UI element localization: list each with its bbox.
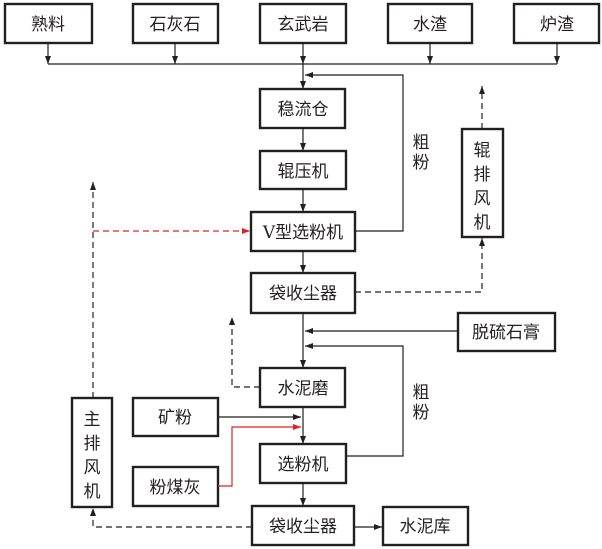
slag-powder-box: 矿粉: [131, 396, 220, 438]
input-label: 熟料: [31, 14, 65, 35]
separator-box: 选粉机: [258, 442, 348, 485]
node-label: 机: [84, 482, 101, 502]
input-label: 石灰石: [150, 15, 201, 35]
node-label: 风: [474, 189, 491, 209]
node-label: 排: [474, 165, 491, 185]
coarse-label: 粗: [413, 133, 430, 153]
node-label: 风: [84, 458, 101, 478]
v-separator-box: V型选粉机: [249, 210, 357, 253]
cement-silo-box: 水泥库: [381, 505, 470, 547]
input-box-limestone: 石灰石: [131, 2, 220, 45]
node-label: 主: [84, 410, 101, 430]
coarse-label: 粗: [413, 383, 430, 403]
air-line: [355, 238, 485, 293]
node-label: 选粉机: [278, 455, 329, 475]
input-connectors: [45, 43, 560, 89]
node-label: 机: [474, 213, 491, 233]
input-label: 炉渣: [540, 15, 574, 35]
roller-fan-box: 辊 排 风 机: [460, 127, 505, 239]
node-label: 水泥库: [400, 517, 451, 537]
node-label: 辊: [474, 141, 491, 161]
cement-mill-box: 水泥磨: [258, 366, 347, 409]
roller-press-box: 辊压机: [258, 149, 348, 191]
node-label: 袋收尘器: [269, 517, 337, 537]
node-label: 脱硫石膏: [472, 322, 540, 343]
bag-filter-2-box: 袋收尘器: [250, 504, 356, 547]
node-label: 辊压机: [278, 162, 329, 182]
coarse-return-line-1: [305, 72, 404, 232]
bag-filter-1-box: 袋收尘器: [249, 271, 357, 315]
node-label: V型选粉机: [262, 223, 343, 243]
node-label: 袋收尘器: [269, 284, 337, 304]
input-box-clinker: 熟料: [3, 2, 94, 45]
input-box-slag: 水渣: [386, 2, 474, 45]
node-label: 粉煤灰: [150, 478, 201, 498]
mill-exhaust-line: [229, 317, 260, 388]
fly-ash-box: 粉煤灰: [131, 465, 220, 508]
input-box-basalt: 玄武岩: [258, 2, 348, 45]
input-label: 玄武岩: [278, 15, 329, 35]
node-label: 矿粉: [158, 408, 192, 428]
input-label: 水渣: [413, 15, 447, 35]
node-label: 排: [84, 434, 101, 454]
fly-ash-feed-line: [218, 424, 301, 487]
input-box-furnace-slag: 炉渣: [512, 2, 601, 45]
node-label: 稳流仓: [278, 100, 329, 120]
coarse-label: 粉: [413, 403, 430, 423]
main-fan-air-line: [90, 508, 252, 528]
node-label: 水泥磨: [278, 379, 329, 399]
gypsum-box: 脱硫石膏: [456, 311, 557, 353]
coarse-label: 粉: [413, 153, 430, 173]
coarse-return-line-2: [305, 343, 404, 457]
surge-bin-box: 稳流仓: [258, 87, 347, 130]
main-fan-box: 主 排 风 机: [70, 396, 114, 509]
